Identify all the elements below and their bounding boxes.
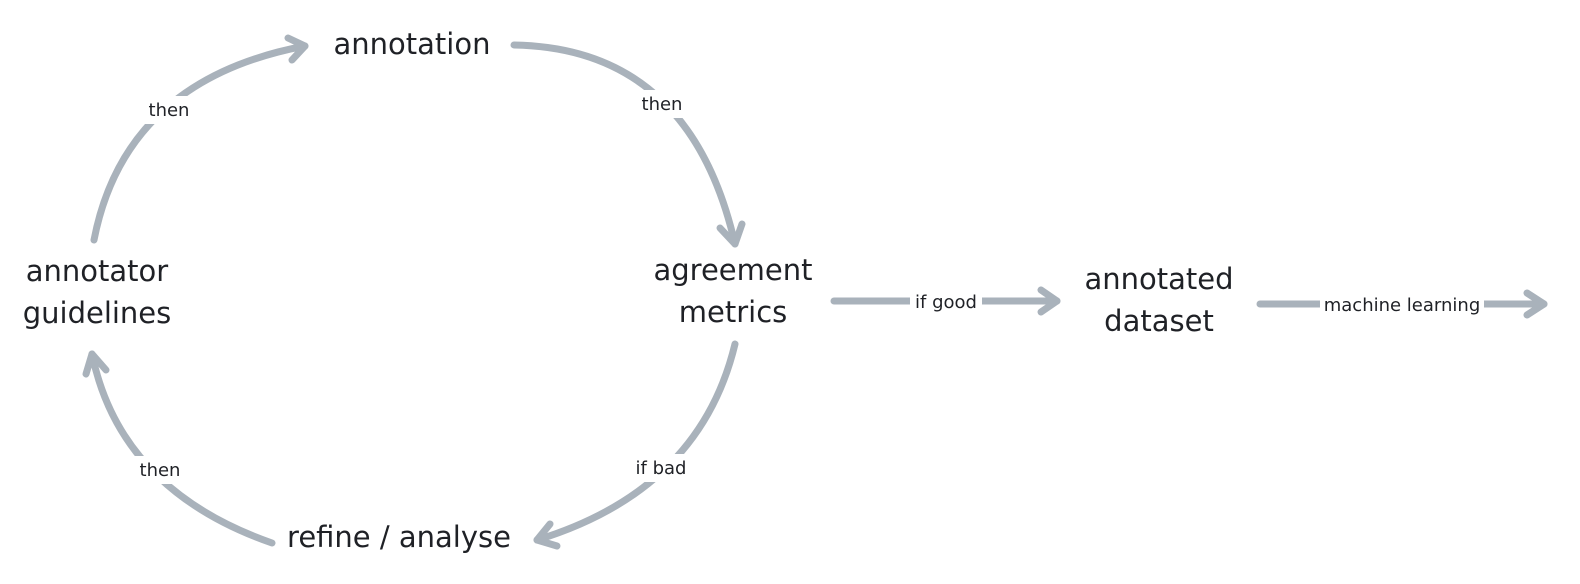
node-annotated-dataset: annotated dataset xyxy=(1084,262,1233,338)
edge-label-then-3: then xyxy=(140,460,181,481)
edge-guidelines-to-annotation: then xyxy=(90,34,309,244)
edge-metrics-to-dataset: if good xyxy=(830,286,1061,316)
node-annotated-dataset-line-1: annotated xyxy=(1084,262,1233,296)
node-annotator-guidelines-line-2: guidelines xyxy=(23,296,172,330)
node-annotated-dataset-line-2: dataset xyxy=(1104,304,1214,338)
node-annotation: annotation xyxy=(334,27,491,61)
node-agreement-metrics-line-2: metrics xyxy=(679,295,788,329)
edge-refine-to-guidelines: then xyxy=(82,350,276,547)
node-annotator-guidelines: annotator guidelines xyxy=(23,254,172,330)
edge-label-if-good: if good xyxy=(915,292,977,313)
edge-dataset-to-machine-learning: machine learning xyxy=(1256,289,1548,319)
edge-label-machine-learning: machine learning xyxy=(1324,295,1481,316)
node-annotator-guidelines-line-1: annotator xyxy=(26,254,169,288)
edge-metrics-to-refine: if bad xyxy=(533,340,739,550)
node-refine-analyse: refine / analyse xyxy=(287,520,511,554)
node-agreement-metrics: agreement metrics xyxy=(654,253,813,329)
edge-label-then-1: then xyxy=(149,100,190,121)
edge-annotation-to-metrics: then xyxy=(510,41,746,248)
edge-label-then-2: then xyxy=(642,94,683,115)
node-agreement-metrics-line-1: agreement xyxy=(654,253,813,287)
edge-label-if-bad: if bad xyxy=(636,458,687,479)
